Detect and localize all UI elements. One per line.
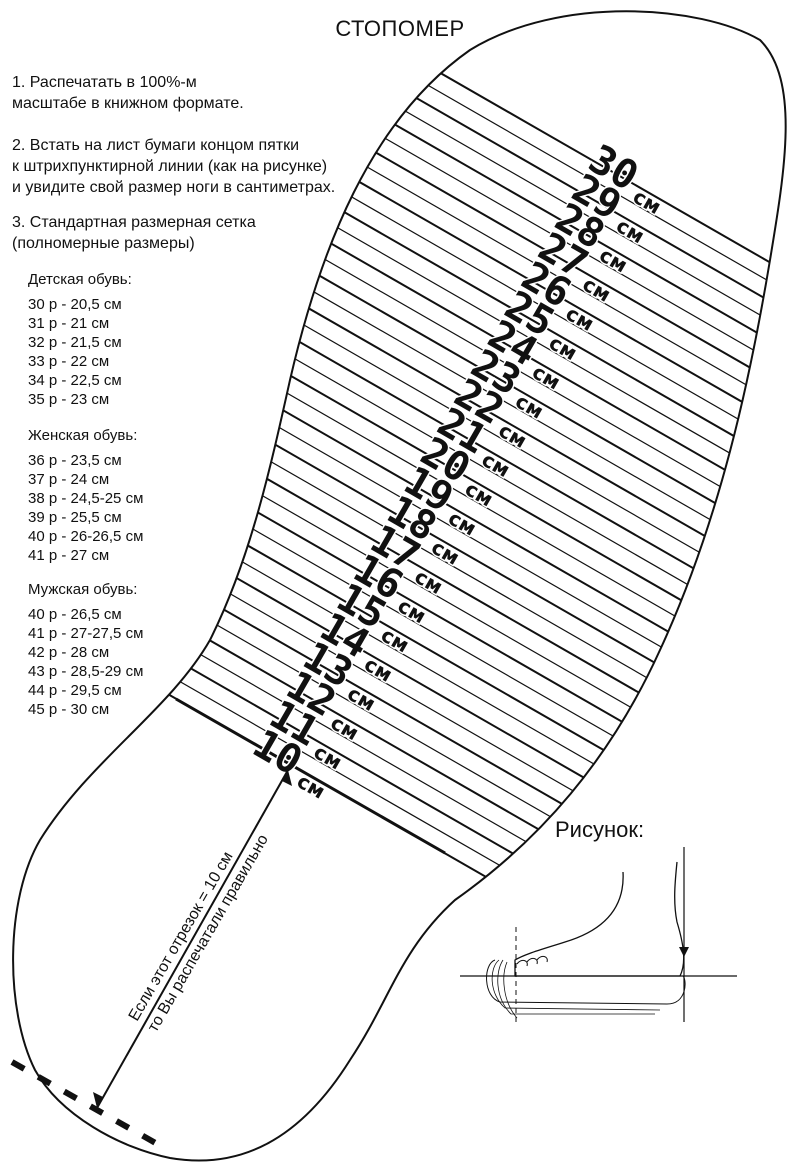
ruler-unit: см bbox=[528, 360, 564, 395]
foot-figure bbox=[460, 847, 737, 1024]
size-row: 41 р - 27 см bbox=[28, 547, 110, 564]
size-table-heading: Мужская обувь: bbox=[28, 581, 138, 598]
size-row: 37 р - 24 см bbox=[28, 471, 110, 488]
size-table-kids: Детская обувь: 30 р - 20,5 см 31 р - 21 … bbox=[28, 270, 132, 409]
ruler-unit: см bbox=[612, 213, 648, 248]
size-row: 44 р - 29,5 см bbox=[28, 682, 122, 699]
ruler-unit: см bbox=[377, 623, 413, 658]
ruler-line bbox=[44, 408, 741, 810]
instruction-line: 3. Стандартная размерная сетка bbox=[12, 214, 256, 231]
calibration-text-1: Если этот отрезок = 10 см bbox=[126, 849, 237, 1024]
size-table-heading: Женская обувь: bbox=[28, 427, 138, 444]
instruction-line: (полномерные размеры) bbox=[12, 235, 195, 252]
size-row: 45 р - 30 см bbox=[28, 701, 110, 718]
size-row: 41 р - 27-27,5 см bbox=[28, 625, 144, 642]
ruler-line bbox=[52, 393, 750, 796]
size-row: 43 р - 28,5-29 см bbox=[28, 663, 144, 680]
insole-outline bbox=[12, 10, 787, 1162]
ruler-unit: см bbox=[427, 535, 463, 570]
heel-dashed-line bbox=[10, 1059, 170, 1153]
figure-label: Рисунок: bbox=[555, 817, 645, 842]
ruler-line bbox=[35, 422, 733, 825]
instruction-line: и увидите свой размер ноги в сантиметрах… bbox=[12, 179, 336, 196]
size-table-heading: Детская обувь: bbox=[28, 271, 132, 288]
ruler-line bbox=[13, 467, 708, 869]
ruler-unit: см bbox=[394, 593, 430, 628]
ruler-unit: см bbox=[310, 740, 346, 775]
page-title: СТОПОМЕР bbox=[335, 16, 465, 41]
size-row: 42 р - 28 см bbox=[28, 644, 110, 661]
ruler-lines bbox=[13, 11, 786, 971]
size-row: 30 р - 20,5 см bbox=[28, 296, 122, 313]
ruler-unit: см bbox=[327, 710, 363, 745]
ruler-unit: см bbox=[545, 330, 581, 365]
arrow-head-icon bbox=[93, 1092, 103, 1108]
instruction-step2: 2. Встать на лист бумаги концом пятки к … bbox=[12, 135, 335, 198]
ruler-line bbox=[85, 335, 783, 737]
ruler-unit: см bbox=[444, 506, 480, 541]
ruler-unit: см bbox=[478, 447, 514, 482]
ruler-line bbox=[102, 306, 786, 708]
ruler-unit: см bbox=[461, 476, 497, 511]
ruler-line bbox=[77, 350, 775, 752]
ruler-unit: см bbox=[579, 272, 615, 307]
size-row: 40 р - 26,5 см bbox=[28, 606, 122, 623]
size-row: 33 р - 22 см bbox=[28, 353, 110, 370]
size-row: 34 р - 22,5 см bbox=[28, 372, 122, 389]
size-row: 39 р - 25,5 см bbox=[28, 509, 122, 526]
calibration-text-2: то Вы распечатали правильно bbox=[145, 832, 272, 1035]
ruler-line bbox=[253, 42, 786, 445]
instruction-step1: 1. Распечатать в 100%-м масштабе в книжн… bbox=[12, 72, 244, 114]
size-row: 40 р - 26-26,5 см bbox=[28, 528, 144, 545]
ruler-unit: см bbox=[562, 301, 598, 336]
ruler-unit: см bbox=[495, 418, 531, 453]
ruler-unit: см bbox=[293, 769, 329, 804]
ruler-unit: см bbox=[411, 564, 447, 599]
instruction-step3: 3. Стандартная размерная сетка (полномер… bbox=[12, 212, 256, 254]
size-row: 32 р - 21,5 см bbox=[28, 334, 122, 351]
heel-arrow-icon bbox=[679, 947, 689, 957]
calibration-arrow bbox=[93, 769, 292, 1109]
instruction-line: масштабе в книжном формате. bbox=[12, 95, 244, 112]
ruler-line bbox=[94, 320, 786, 723]
instruction-line: 2. Встать на лист бумаги концом пятки bbox=[12, 137, 300, 154]
ruler-unit: см bbox=[360, 652, 396, 687]
ruler-numbers: 10см11см12см13см14см15см16см17см18см19см… bbox=[244, 135, 667, 805]
toes-icon bbox=[516, 955, 548, 967]
size-row: 31 р - 21 см bbox=[28, 315, 110, 332]
ten-cm-line bbox=[175, 697, 446, 855]
ruler-line bbox=[27, 437, 724, 840]
ruler-unit: см bbox=[629, 184, 665, 219]
ruler-line bbox=[18, 452, 716, 854]
size-table-women: Женская обувь: 36 р - 23,5 см 37 р - 24 … bbox=[28, 426, 143, 565]
sole-outline bbox=[486, 959, 686, 1005]
ruler-unit: см bbox=[511, 389, 547, 424]
instruction-line: 1. Распечатать в 100%-м bbox=[12, 74, 197, 91]
size-table-men: Мужская обувь: 40 р - 26,5 см 41 р - 27-… bbox=[28, 580, 143, 719]
ruler-line bbox=[60, 379, 758, 781]
foot-outline bbox=[514, 861, 685, 977]
size-row: 36 р - 23,5 см bbox=[28, 452, 122, 469]
ruler-line bbox=[69, 364, 767, 767]
instruction-line: к штрихпунктирной линии (как на рисунке) bbox=[12, 158, 328, 175]
ruler-unit: см bbox=[595, 243, 631, 278]
ruler-unit: см bbox=[343, 681, 379, 716]
size-row: 35 р - 23 см bbox=[28, 391, 110, 408]
arrow-head-icon bbox=[282, 770, 292, 786]
size-row: 38 р - 24,5-25 см bbox=[28, 490, 144, 507]
